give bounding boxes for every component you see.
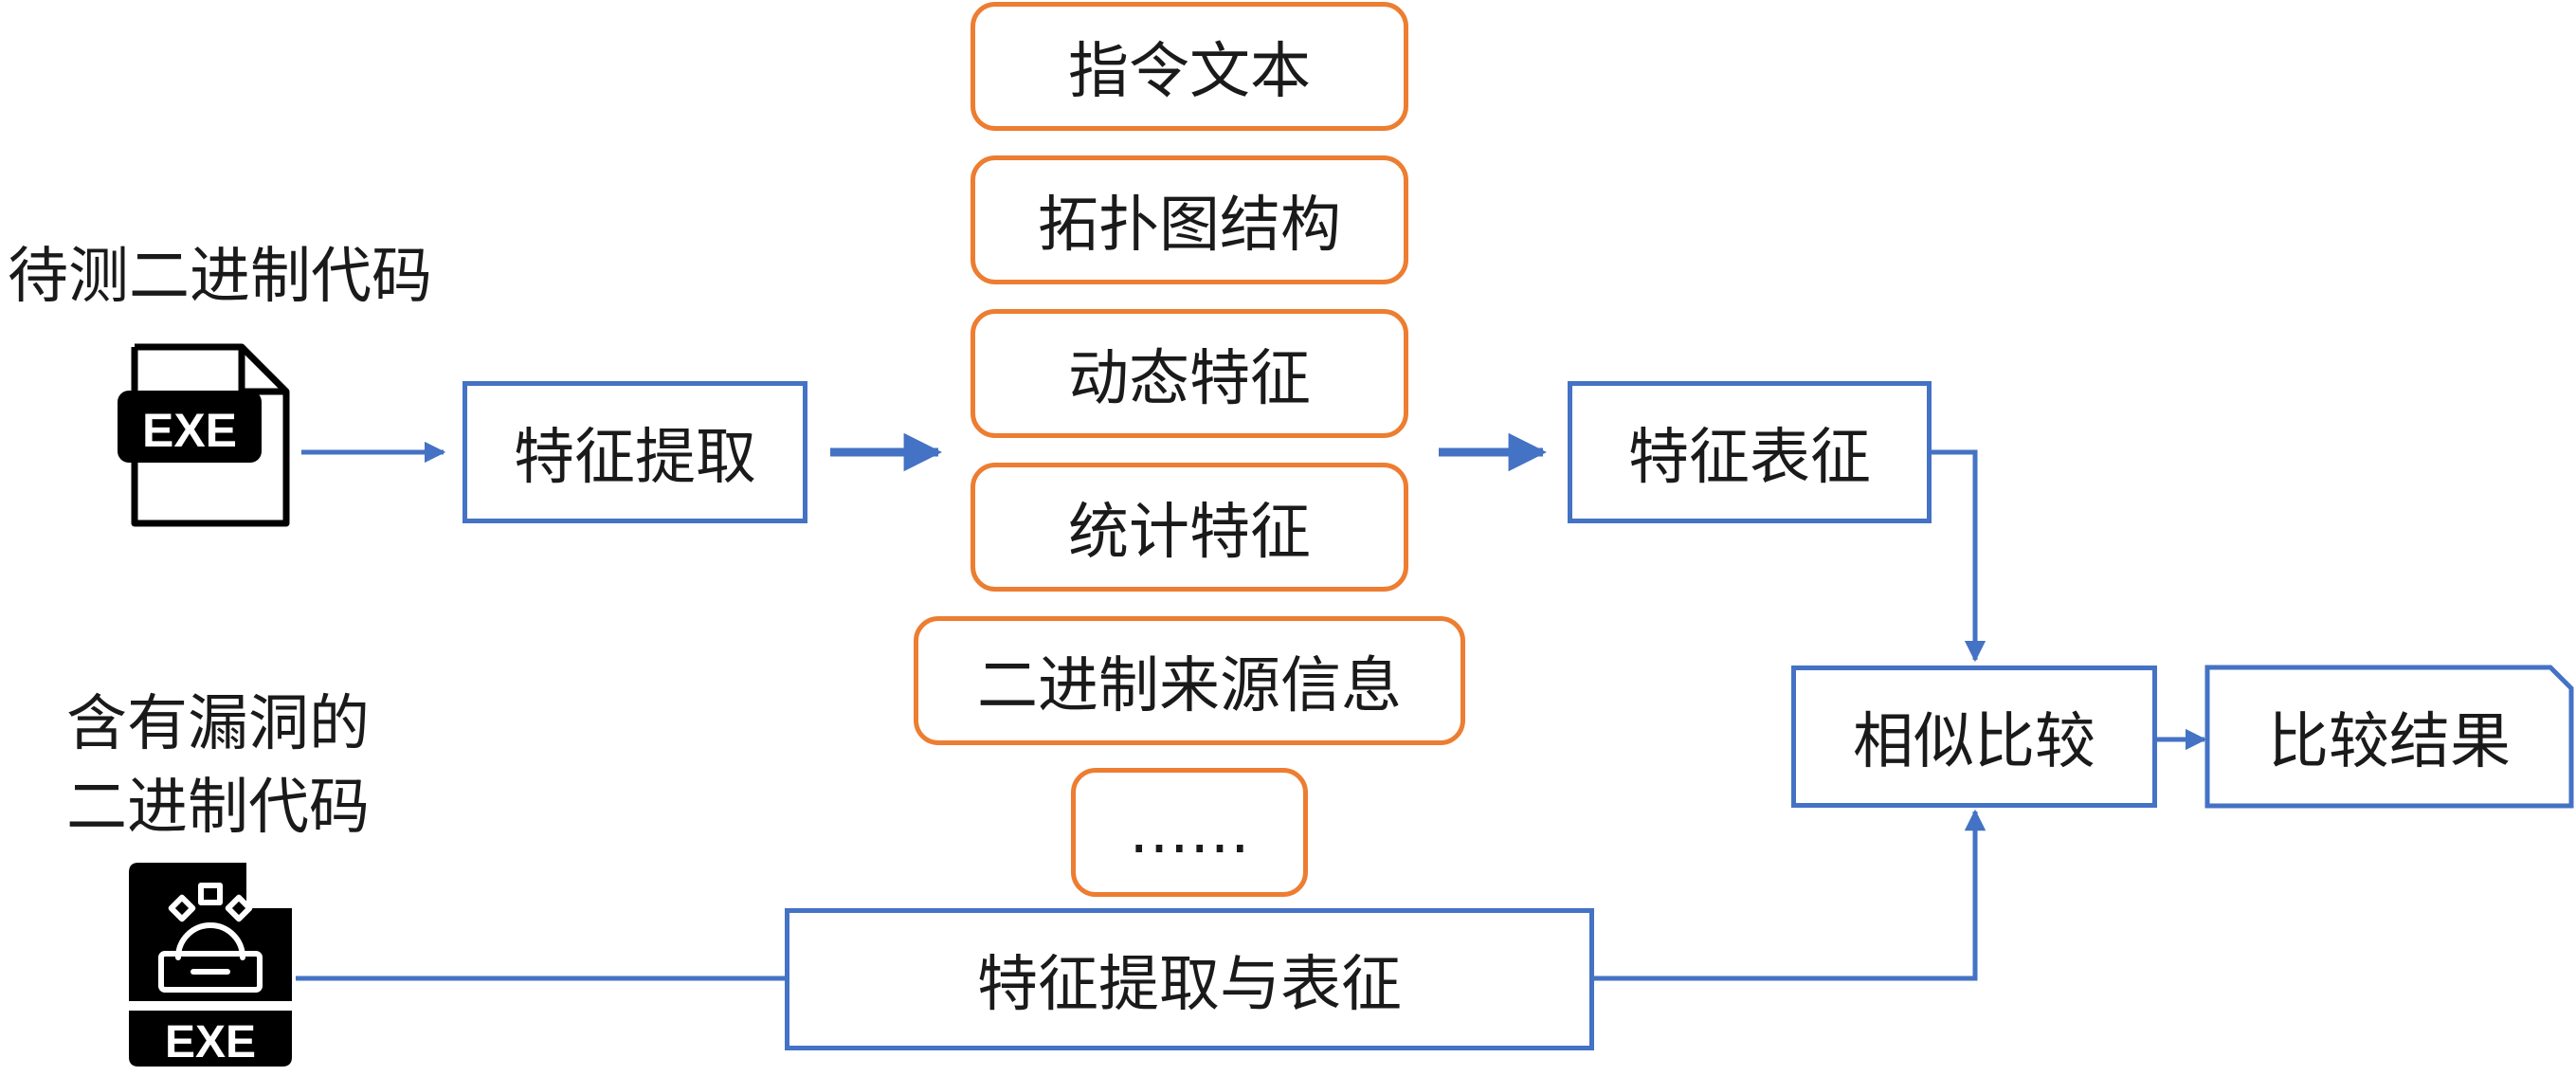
feature-label: …… (1129, 797, 1250, 867)
feature-ellipsis: …… (1071, 768, 1308, 897)
feature-label: 二进制来源信息 (977, 651, 1402, 721)
exe-file-gear-icon: EXE (129, 863, 296, 1067)
feature-statistical: 统计特征 (971, 463, 1408, 592)
comparison-result-box: 比较结果 (2207, 667, 2571, 806)
feature-extraction-label: 特征提取 (514, 423, 756, 493)
target-code-label: 待测二进制代码 (8, 242, 432, 312)
feature-label: 统计特征 (1068, 498, 1311, 568)
exe-file-icon: EXE (118, 343, 290, 527)
similarity-compare-label: 相似比较 (1853, 707, 2095, 777)
feature-dynamic: 动态特征 (971, 309, 1408, 438)
exe-text-vuln: EXE (165, 1017, 256, 1067)
feature-label: 拓扑图结构 (1038, 191, 1341, 261)
feature-binary-source-info: 二进制来源信息 (914, 616, 1465, 745)
vuln-code-label-line1: 含有漏洞的 (66, 689, 370, 759)
comparison-result-label: 比较结果 (2268, 707, 2511, 777)
feature-label: 指令文本 (1068, 37, 1311, 107)
feature-label: 动态特征 (1068, 344, 1311, 414)
feature-topology-graph: 拓扑图结构 (971, 155, 1408, 284)
feature-instruction-text: 指令文本 (971, 2, 1408, 131)
arrow-represent-to-compare (1932, 449, 1986, 663)
arrow-extract-represent-to-compare (1592, 809, 1986, 981)
extract-and-represent-label: 特征提取与表征 (977, 950, 1402, 1020)
feature-extraction-box: 特征提取 (463, 381, 807, 523)
exe-text: EXE (142, 404, 237, 457)
feature-representation-box: 特征表征 (1568, 381, 1932, 523)
extract-and-represent-box: 特征提取与表征 (785, 908, 1594, 1050)
feature-representation-label: 特征表征 (1628, 423, 1871, 493)
gear-icon (175, 922, 245, 960)
comparison-result-shape (2204, 665, 2574, 809)
similarity-compare-box: 相似比较 (1791, 666, 2157, 808)
vuln-code-label-line2: 二进制代码 (66, 773, 370, 843)
